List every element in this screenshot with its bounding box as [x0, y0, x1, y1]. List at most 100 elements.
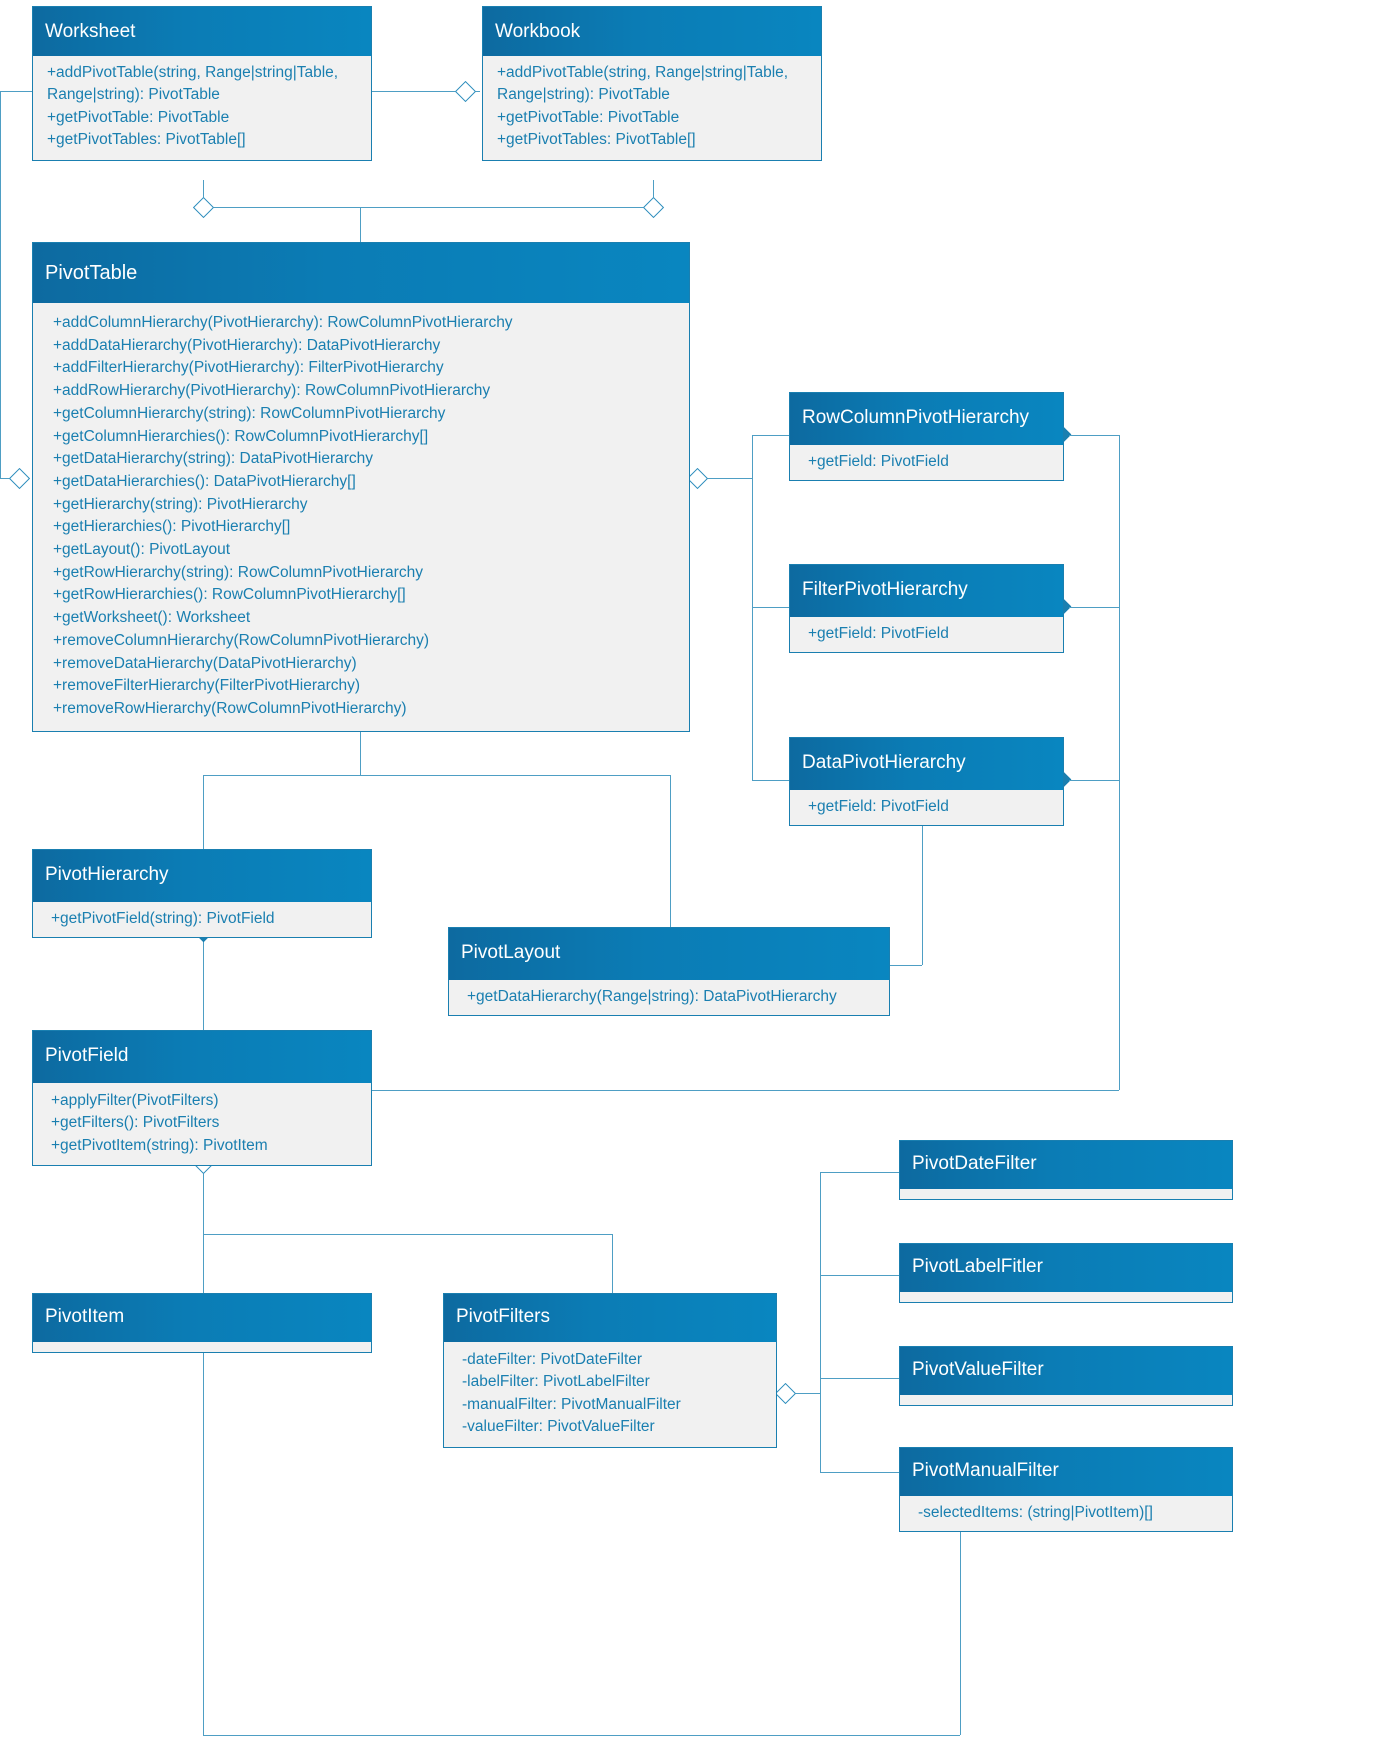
member: +getWorksheet(): Worksheet [53, 609, 251, 627]
class-pivothierarchy-title: PivotHierarchy [33, 850, 371, 902]
member: -manualFilter: PivotManualFilter [462, 1395, 681, 1413]
class-pivotfield-title: PivotField [33, 1031, 371, 1083]
connector-pivottable-left-stub [0, 478, 14, 479]
class-datapivothierarchy[interactable]: DataPivotHierarchy +getField: PivotField [789, 737, 1064, 827]
class-pivotitem-members [33, 1342, 371, 1352]
member: +getColumnHierarchy(string): RowColumnPi… [53, 404, 446, 422]
connector-to-rowcolumn [752, 435, 790, 436]
connector-rowcolumn-right [1069, 435, 1119, 436]
class-pivotfilters[interactable]: PivotFilters -dateFilter: PivotDateFilte… [443, 1293, 777, 1448]
aggregation-diamond-workbook-bottom [642, 196, 665, 219]
connector-worksheet-left-vertical [0, 91, 1, 479]
member: +removeRowHierarchy(RowColumnPivotHierar… [53, 699, 407, 717]
connector-pivotlayout-right [890, 965, 922, 966]
member: +addFilterHierarchy(PivotHierarchy): Fil… [53, 359, 444, 377]
class-pivotfield[interactable]: PivotField +applyFilter(PivotFilters) +g… [32, 1030, 372, 1167]
class-pivotlayout[interactable]: PivotLayout +getDataHierarchy(Range|stri… [448, 927, 890, 1017]
connector-hierarchies-to-pivotfield-vertical [1119, 435, 1120, 1090]
connector-data-right [1069, 780, 1119, 781]
connector-pivotfield-bottom [203, 1162, 204, 1234]
class-pivotlabelfilter[interactable]: PivotLabelFitler [899, 1243, 1233, 1303]
class-pivotdatefilter-title: PivotDateFilter [900, 1141, 1232, 1189]
class-rowcolumnpivothierarchy[interactable]: RowColumnPivotHierarchy +getField: Pivot… [789, 392, 1064, 482]
class-pivottable-members: +addColumnHierarchy(PivotHierarchy): Row… [33, 303, 689, 731]
member: +addPivotTable(string, Range|string|Tabl… [497, 63, 789, 104]
member: +applyFilter(PivotFilters) [51, 1092, 219, 1109]
connector-pivothierarchy-to-pivotfield [203, 934, 204, 1030]
class-pivotfilters-title: PivotFilters [444, 1294, 776, 1342]
member: +getPivotField(string): PivotField [51, 910, 275, 927]
member: +getHierarchies(): PivotHierarchy[] [53, 518, 291, 536]
class-filterpivothierarchy-members: +getField: PivotField [790, 617, 1063, 653]
member: -selectedItems: (string|PivotItem)[] [918, 1504, 1153, 1521]
connector-to-data [752, 780, 790, 781]
connector-bus-to-pivottable [360, 207, 361, 242]
class-pivotlabelfilter-title: PivotLabelFitler [900, 1244, 1232, 1292]
member: +addPivotTable(string, Range|string|Tabl… [47, 63, 339, 104]
class-filterpivothierarchy[interactable]: FilterPivotHierarchy +getField: PivotFie… [789, 564, 1064, 654]
connector-to-manualfilter [820, 1472, 900, 1473]
class-pivotfilters-members: -dateFilter: PivotDateFilter -labelFilte… [444, 1342, 776, 1447]
class-pivotdatefilter-members [900, 1189, 1232, 1199]
class-pivotlayout-members: +getDataHierarchy(Range|string): DataPiv… [449, 980, 889, 1016]
aggregation-diamond-pivottable-left [8, 467, 31, 490]
class-pivotvaluefilter[interactable]: PivotValueFilter [899, 1346, 1233, 1406]
connector-pivotfield-bus [203, 1234, 612, 1235]
class-pivotlayout-title: PivotLayout [449, 928, 889, 980]
member: +getHierarchy(string): PivotHierarchy [53, 495, 308, 513]
class-pivotvaluefilter-title: PivotValueFilter [900, 1347, 1232, 1395]
member: +getDataHierarchy(Range|string): DataPiv… [467, 988, 837, 1005]
member: -valueFilter: PivotValueFilter [462, 1418, 655, 1436]
member: +getDataHierarchies(): DataPivotHierarch… [53, 472, 356, 490]
connector-manualfilter-down [960, 1530, 961, 1735]
connector-pivottable-right [690, 478, 752, 479]
class-pivotfield-members: +applyFilter(PivotFilters) +getFilters()… [33, 1083, 371, 1166]
member: +getField: PivotField [808, 625, 949, 642]
member: +getRowHierarchy(string): RowColumnPivot… [53, 563, 423, 581]
member: +addRowHierarchy(PivotHierarchy): RowCol… [53, 382, 491, 400]
member: -labelFilter: PivotLabelFilter [462, 1373, 650, 1391]
class-worksheet-title: Worksheet [33, 7, 371, 56]
connector-pivottable-bottom [360, 712, 361, 775]
member: +removeColumnHierarchy(RowColumnPivotHie… [53, 631, 429, 649]
member: +removeFilterHierarchy(FilterPivotHierar… [53, 677, 361, 695]
connector-to-valuefilter [820, 1378, 900, 1379]
member: +getPivotTables: PivotTable[] [47, 131, 246, 149]
connector-top-bus [203, 207, 653, 208]
member: +getFilters(): PivotFilters [51, 1114, 220, 1132]
class-workbook[interactable]: Workbook +addPivotTable(string, Range|st… [482, 6, 822, 161]
connector-to-datefilter [820, 1172, 900, 1173]
class-datapivothierarchy-title: DataPivotHierarchy [790, 738, 1063, 790]
class-pivotitem-title: PivotItem [33, 1294, 371, 1342]
connector-worksheet-left-stub [0, 91, 32, 92]
connector-bus-to-pivothierarchy [203, 775, 204, 849]
connector-bottom-bus [203, 775, 670, 776]
member: +addDataHierarchy(PivotHierarchy): DataP… [53, 336, 441, 354]
connector-bus-to-pivotitem [203, 1234, 204, 1294]
class-pivotitem[interactable]: PivotItem [32, 1293, 372, 1353]
connector-worksheet-workbook [372, 91, 480, 92]
member: +getField: PivotField [808, 453, 949, 470]
class-pivotmanualfilter-title: PivotManualFilter [900, 1448, 1232, 1496]
member: -dateFilter: PivotDateFilter [462, 1351, 643, 1368]
class-datapivothierarchy-members: +getField: PivotField [790, 790, 1063, 826]
class-workbook-title: Workbook [483, 7, 821, 56]
member: +getPivotTable: PivotTable [497, 108, 680, 126]
member: +getPivotTable: PivotTable [47, 108, 230, 126]
connector-hierarchies-to-pivotfield-horizontal [372, 1090, 1119, 1091]
class-rowcolumnpivothierarchy-members: +getField: PivotField [790, 445, 1063, 481]
class-worksheet-members: +addPivotTable(string, Range|string|Tabl… [33, 55, 371, 160]
member: +getColumnHierarchies(): RowColumnPivotH… [53, 427, 429, 445]
class-pivottable[interactable]: PivotTable +addColumnHierarchy(PivotHier… [32, 242, 690, 732]
class-worksheet[interactable]: Worksheet +addPivotTable(string, Range|s… [32, 6, 372, 161]
class-pivotdatefilter[interactable]: PivotDateFilter [899, 1140, 1233, 1200]
aggregation-diamond-workbook [454, 80, 477, 103]
class-pivotlabelfilter-members [900, 1292, 1232, 1302]
class-pivotmanualfilter[interactable]: PivotManualFilter -selectedItems: (strin… [899, 1447, 1233, 1533]
member: +getLayout(): PivotLayout [53, 541, 231, 559]
member: +getRowHierarchies(): RowColumnPivotHier… [53, 586, 406, 604]
connector-pivotitem-down [203, 1352, 204, 1735]
connector-pivotfilters-right [777, 1393, 820, 1394]
class-pivothierarchy[interactable]: PivotHierarchy +getPivotField(string): P… [32, 849, 372, 939]
